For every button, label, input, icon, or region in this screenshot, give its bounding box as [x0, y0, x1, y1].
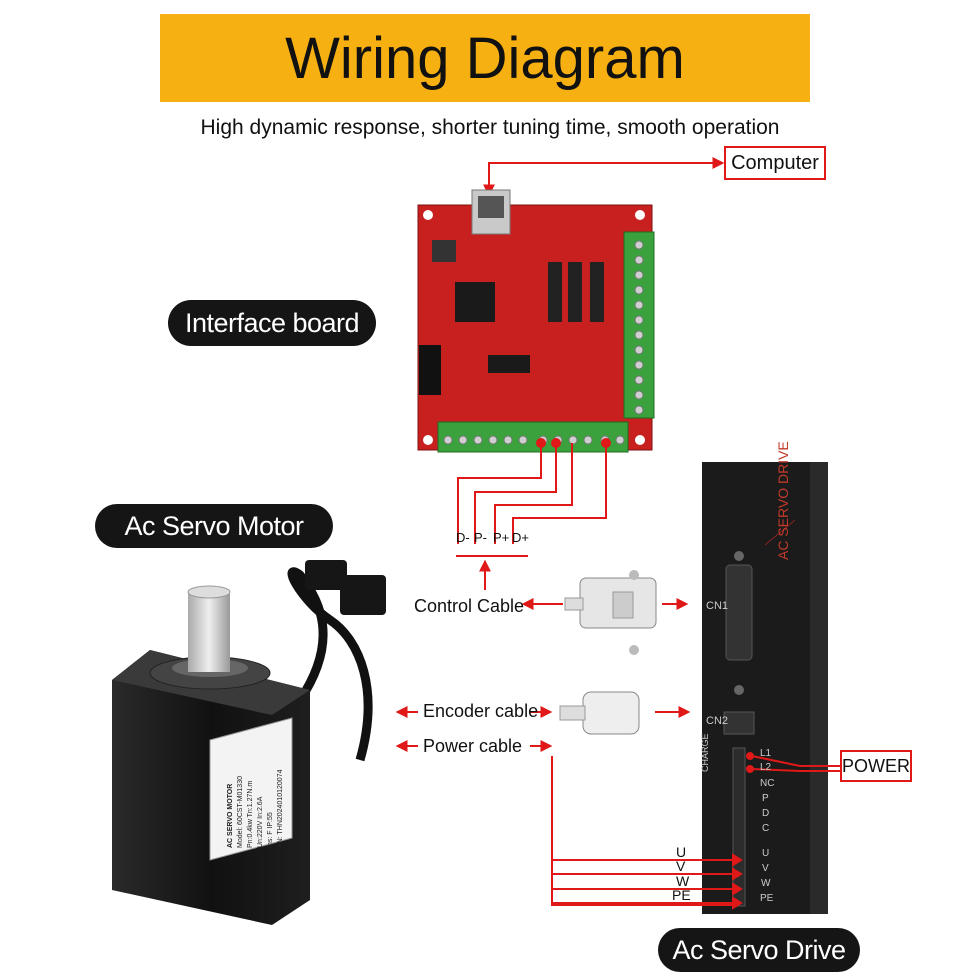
encoder-arrows: [395, 706, 691, 752]
terminal-label: D: [762, 808, 770, 819]
drive-side-text: AC SERVO DRIVE: [775, 441, 791, 560]
terminal-label: L1: [760, 748, 772, 759]
nameplate-heading: AC SERVO MOTOR: [227, 783, 234, 848]
terminal-label: L2: [760, 762, 772, 773]
terminal-label: NC: [760, 778, 775, 789]
power-wires: [746, 752, 840, 773]
cn2-label: CN2: [706, 715, 729, 727]
phase-wires: [551, 756, 743, 910]
phase-label: U: [676, 844, 687, 860]
page-subtitle: High dynamic response, shorter tuning ti…: [200, 116, 780, 139]
power-cable-label: Power cable: [423, 736, 523, 756]
cn1-label: CN1: [706, 600, 729, 612]
computer-label: Computer: [724, 146, 826, 180]
usb-cable: [483, 157, 725, 197]
nameplate-serial: PN: THN2024010120074: [277, 769, 284, 848]
phase-label: W: [676, 873, 690, 889]
terminal-label: U: [762, 848, 770, 859]
control-cable-label: Control Cable: [414, 596, 525, 616]
terminal-label: P: [762, 793, 769, 804]
pin-label: D-: [456, 530, 470, 545]
power-label: POWER: [840, 750, 912, 782]
encoder-cable-label: Encoder cable: [423, 701, 539, 721]
nameplate-model: Model: 60CST-M01330: [237, 776, 244, 848]
encoder-connector: [559, 691, 640, 735]
terminal-label: W: [761, 878, 771, 889]
nameplate-line: Pn:0.4kw Tn:1.27N.m: [247, 780, 254, 848]
motor-nameplate: AC SERVO MOTOR Model: 60CST-M01330 Pn:0.…: [226, 720, 286, 848]
servo-motor: [112, 560, 386, 925]
signal-wires: [456, 438, 611, 590]
page-title: Wiring Diagram: [285, 25, 685, 91]
db-connector: [564, 570, 657, 655]
pin-label: D+: [512, 530, 529, 545]
ac-servo-motor-label: Ac Servo Motor: [95, 504, 333, 548]
terminal-label: PE: [760, 893, 774, 904]
ac-servo-drive-label: Ac Servo Drive: [658, 928, 860, 972]
terminal-label: C: [762, 823, 770, 834]
charge-label: CHARGE: [700, 733, 710, 772]
nameplate-line: Un:220V In:2.6A: [257, 796, 264, 848]
phase-label: V: [676, 858, 686, 874]
nameplate-line: Ins: F IP:55: [267, 812, 274, 848]
interface-board: [417, 189, 655, 453]
title-banner: Wiring Diagram: [160, 14, 810, 102]
terminal-label: V: [762, 863, 769, 874]
pin-label: P-: [474, 530, 487, 545]
pin-label: P+: [493, 530, 510, 545]
servo-drive: [702, 462, 828, 914]
interface-board-label: Interface board: [168, 300, 376, 346]
phase-label: PE: [672, 887, 691, 903]
